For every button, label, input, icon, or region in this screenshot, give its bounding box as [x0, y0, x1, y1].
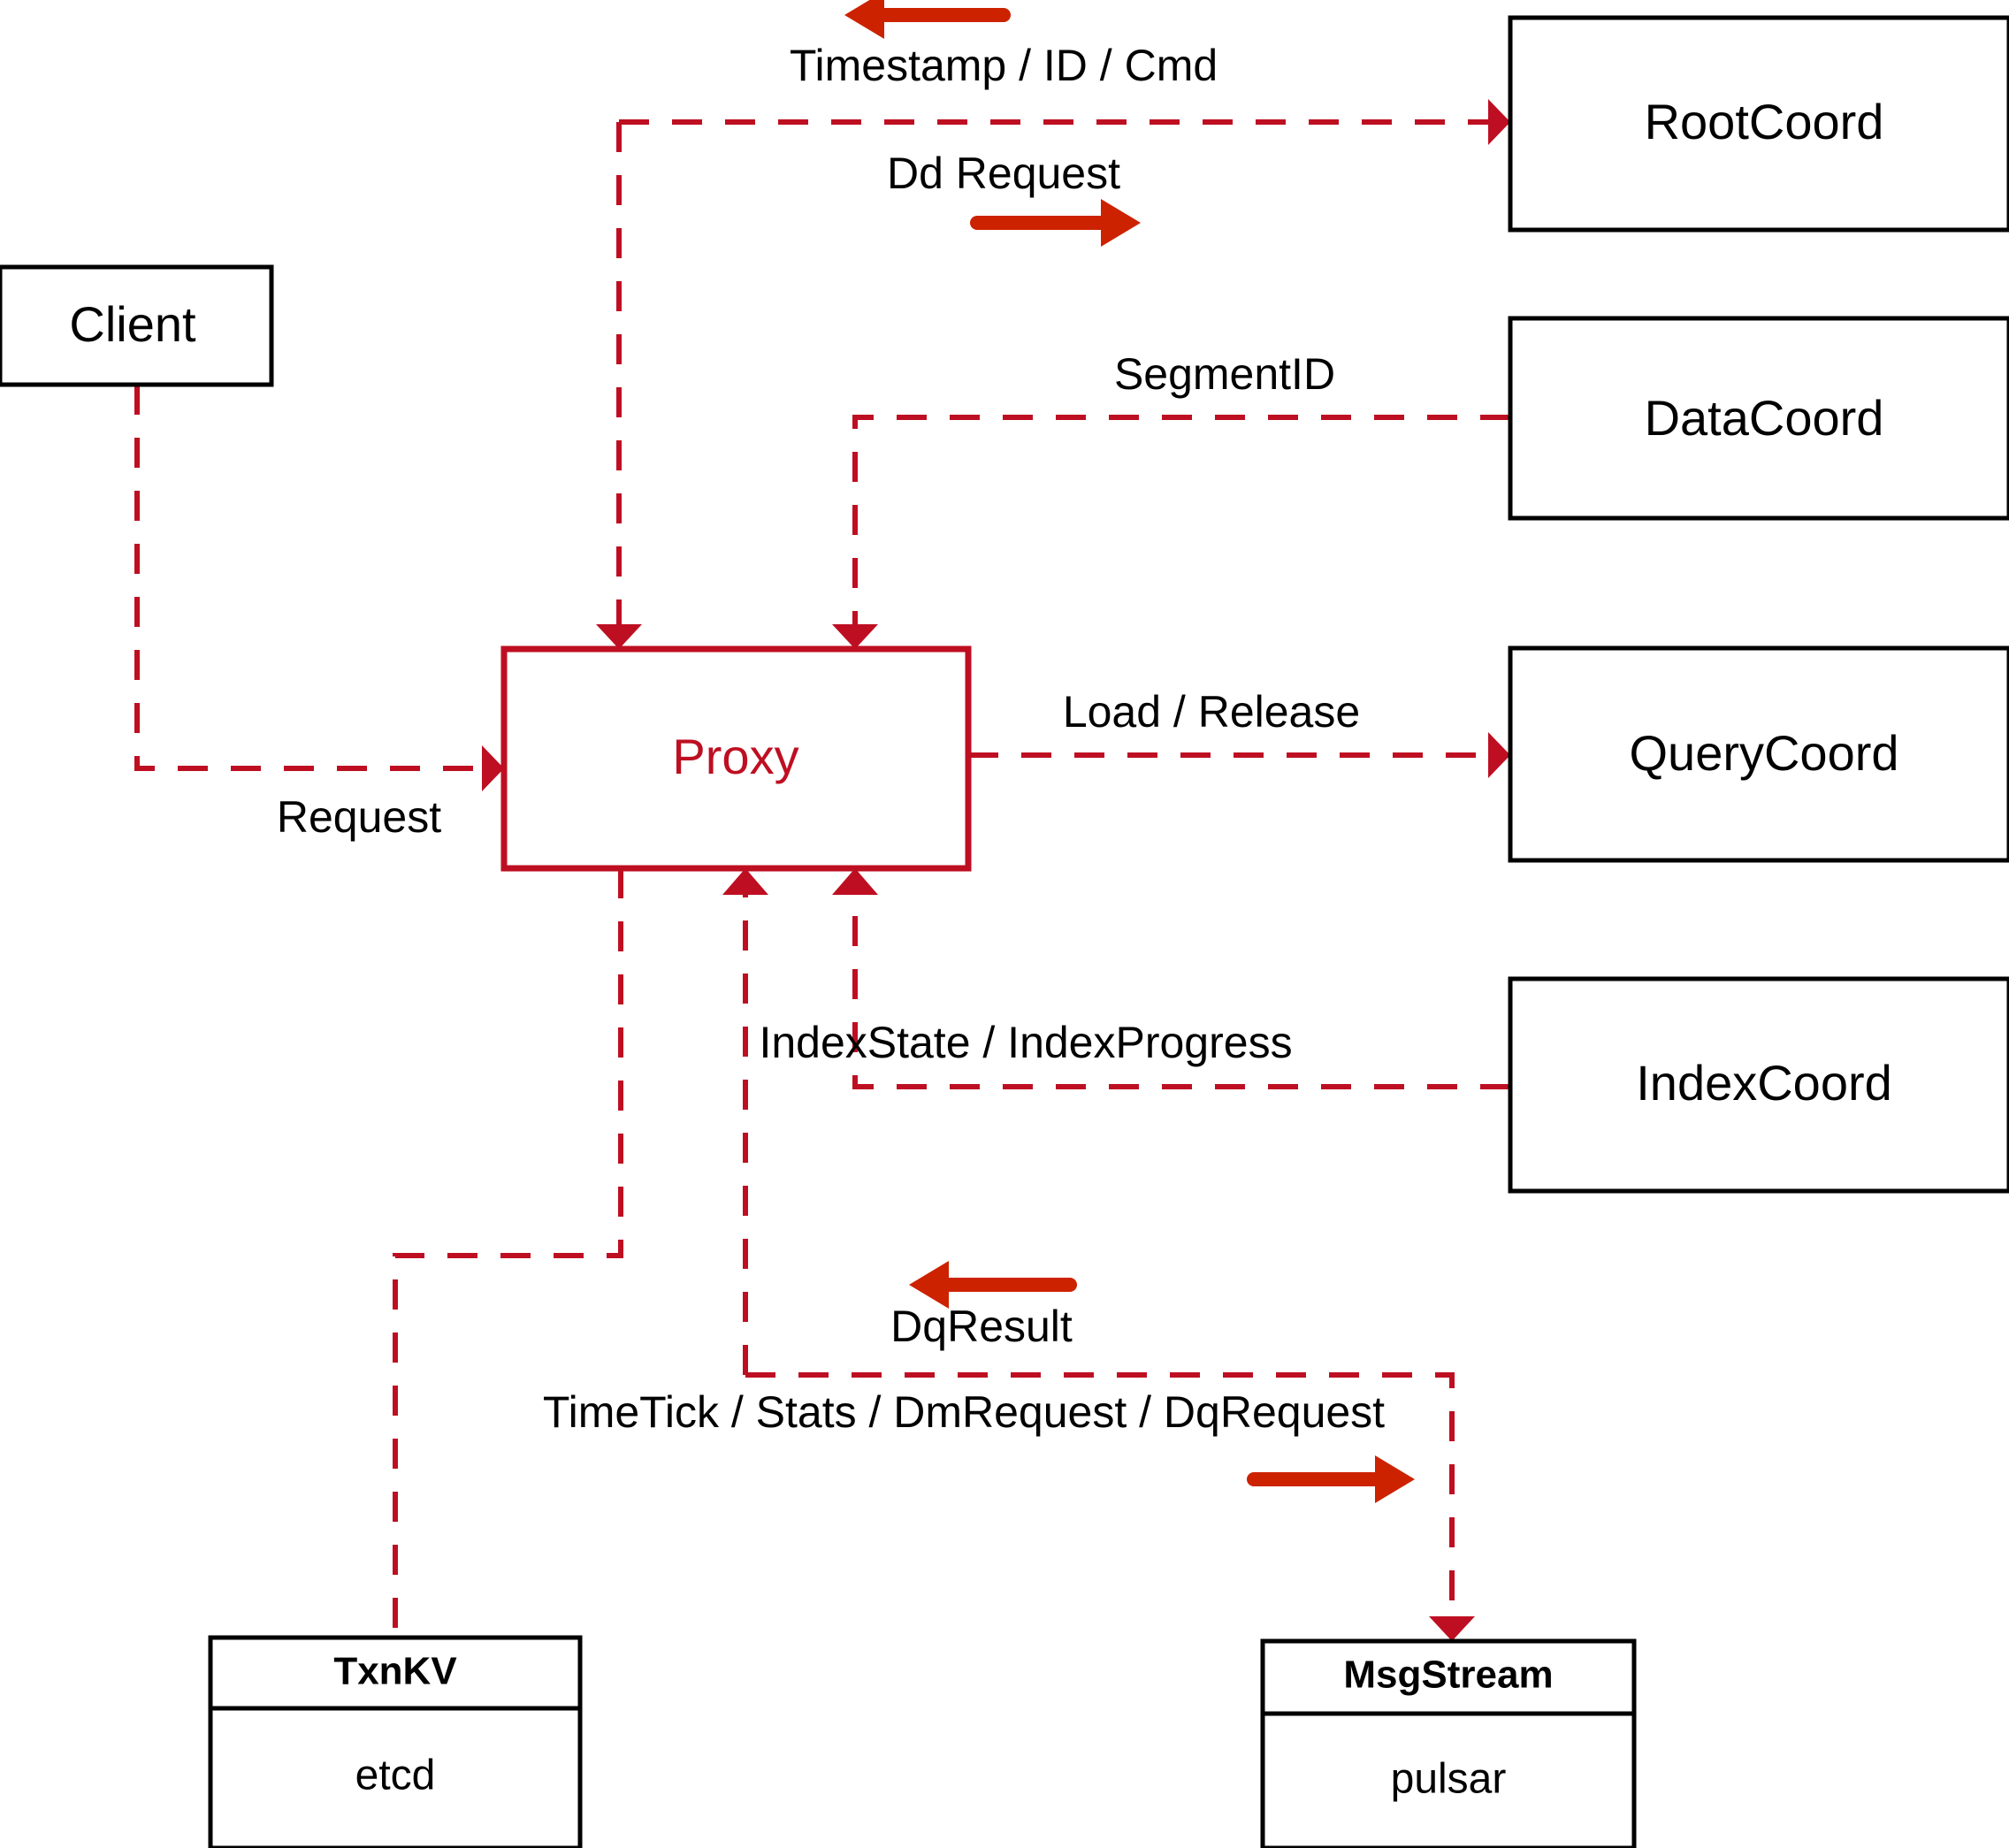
arrowhead-proxy-to-msgstream	[1429, 1616, 1475, 1641]
arrowhead-msgstream-to-proxy	[722, 868, 768, 895]
arrowhead-datacoord-to-proxy	[832, 624, 878, 649]
arrowhead-proxy-to-querycoord	[1488, 732, 1510, 778]
solid-arrow-head-timetick	[1375, 1455, 1415, 1503]
arrowhead-rootcoord-to-proxy	[596, 624, 642, 649]
edge-path-proxy-to-txnkv	[393, 868, 623, 1638]
node-proxy-box[interactable]	[500, 645, 972, 872]
node-txnkv[interactable]: TxnKV etcd	[208, 1635, 583, 1848]
solid-arrow-dqresult-direction	[909, 1261, 1077, 1309]
solid-arrow-head-dqresult	[909, 1261, 949, 1309]
node-txnkv-subtitle: etcd	[355, 1753, 436, 1799]
edge-proxy-to-msgstream	[745, 1372, 1475, 1641]
arrowhead-proxy-to-rootcoord	[1488, 99, 1510, 145]
solid-arrow-ddrequest-direction	[970, 199, 1141, 247]
node-msgstream-subtitle: pulsar	[1391, 1756, 1507, 1803]
node-msgstream[interactable]: MsgStream pulsar	[1260, 1638, 1637, 1848]
edge-client-to-proxy	[134, 385, 504, 791]
node-proxy[interactable]: Proxy	[500, 645, 972, 872]
edge-label-request: Request	[277, 792, 441, 842]
edge-proxy-to-rootcoord	[619, 99, 1510, 145]
edge-rootcoord-to-proxy	[596, 122, 642, 649]
edge-indexcoord-to-proxy	[832, 868, 1510, 1089]
node-proxy-label: Proxy	[672, 729, 798, 784]
edge-label-load-release: Load / Release	[1063, 687, 1360, 737]
node-rootcoord-label: RootCoord	[1645, 94, 1884, 149]
node-txnkv-box[interactable]	[208, 1635, 583, 1848]
node-client[interactable]: Client	[0, 264, 274, 387]
solid-arrow-timetick-direction	[1247, 1455, 1415, 1503]
edge-datacoord-to-proxy	[832, 415, 1510, 649]
node-msgstream-box[interactable]	[1260, 1638, 1637, 1848]
node-indexcoord-box[interactable]	[1508, 976, 2009, 1194]
edge-label-timetick: TimeTick / Stats / DmRequest / DqRequest	[543, 1387, 1385, 1437]
edge-label-segmentid: SegmentID	[1114, 349, 1335, 399]
edge-path-datacoord-to-proxy	[852, 415, 1510, 624]
edge-proxy-to-querycoord	[968, 732, 1510, 778]
node-datacoord-label: DataCoord	[1645, 390, 1884, 446]
edge-path-client-to-proxy	[134, 385, 482, 771]
node-indexcoord[interactable]: IndexCoord	[1508, 976, 2009, 1194]
edge-msgstream-to-proxy	[722, 868, 768, 1375]
node-rootcoord-box[interactable]	[1508, 15, 2009, 233]
edge-proxy-to-txnkv	[393, 868, 623, 1638]
node-datacoord-box[interactable]	[1508, 316, 2009, 521]
node-client-label: Client	[69, 296, 196, 352]
node-querycoord-label: QueryCoord	[1629, 725, 1898, 781]
node-indexcoord-label: IndexCoord	[1636, 1055, 1892, 1111]
solid-arrow-timestamp-direction	[844, 0, 1011, 39]
edge-path-proxy-to-msgstream	[745, 1372, 1455, 1616]
node-rootcoord[interactable]: RootCoord	[1508, 15, 2009, 233]
arrowhead-indexcoord-to-proxy	[832, 868, 878, 895]
node-client-box[interactable]	[0, 264, 274, 387]
node-msgstream-title: MsgStream	[1343, 1653, 1553, 1697]
edge-label-timestamp-id-cmd: Timestamp / ID / Cmd	[790, 41, 1218, 90]
node-querycoord[interactable]: QueryCoord	[1508, 645, 2009, 863]
edge-label-dd-request: Dd Request	[887, 149, 1120, 198]
arrowhead-client-to-proxy	[482, 745, 504, 791]
solid-arrow-head-timestamp	[844, 0, 884, 39]
edge-label-indexstate: IndexState / IndexProgress	[759, 1018, 1292, 1067]
node-datacoord[interactable]: DataCoord	[1508, 316, 2009, 521]
edge-label-dqresult: DqResult	[890, 1302, 1073, 1351]
edge-path-indexcoord-to-proxy	[852, 895, 1510, 1089]
solid-arrow-head-ddrequest	[1101, 199, 1141, 247]
node-txnkv-title: TxnKV	[333, 1650, 457, 1693]
node-querycoord-box[interactable]	[1508, 645, 2009, 863]
